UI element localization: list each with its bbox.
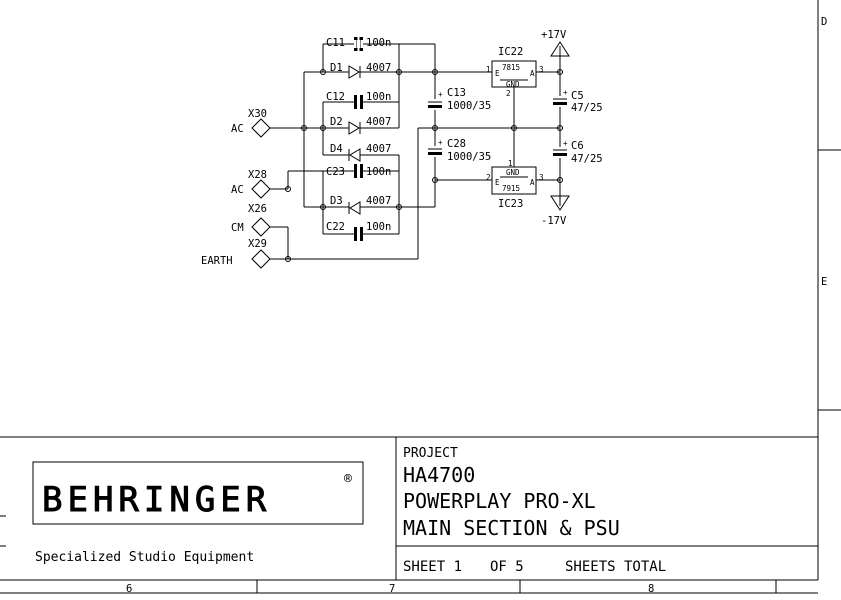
component-value: 100n bbox=[366, 166, 391, 178]
company-logo: BEHRINGER bbox=[42, 480, 271, 520]
component-value: 4007 bbox=[366, 62, 391, 74]
component-ref: D1 bbox=[330, 62, 343, 74]
polarity-plus: + bbox=[563, 88, 568, 97]
component-value: 100n bbox=[366, 37, 391, 49]
sheets-total: SHEETS TOTAL bbox=[565, 559, 666, 575]
zone-label-d: D bbox=[821, 16, 827, 28]
connector-x29: X29 EARTH bbox=[201, 238, 271, 269]
project-code: HA4700 bbox=[403, 463, 475, 487]
part-number: 7815 bbox=[502, 63, 520, 72]
capacitor-c6: + C6 47/25 bbox=[553, 139, 603, 165]
pin-e: E bbox=[495, 69, 500, 78]
component-value: 100n bbox=[366, 221, 391, 233]
pin-a: A bbox=[530, 69, 535, 78]
connector-ref: X28 bbox=[248, 169, 267, 181]
component-ref: C6 bbox=[571, 140, 584, 152]
pin-gnd: GND bbox=[506, 80, 520, 89]
supply-minus17v: -17V bbox=[541, 195, 570, 227]
pin-2: 2 bbox=[506, 89, 511, 98]
pin-2: 2 bbox=[486, 173, 491, 182]
component-value: 1000/35 bbox=[447, 151, 491, 163]
part-number: 7915 bbox=[502, 184, 520, 193]
section-name: MAIN SECTION & PSU bbox=[403, 516, 620, 540]
component-ref: C12 bbox=[326, 91, 345, 103]
zone-label-6: 6 bbox=[126, 583, 132, 595]
capacitor-c28: + C28 1000/35 bbox=[428, 138, 491, 163]
connector-label: EARTH bbox=[201, 255, 233, 267]
component-ref: C5 bbox=[571, 90, 584, 102]
pin-3: 3 bbox=[539, 65, 544, 74]
zone-label-8: 8 bbox=[648, 583, 654, 595]
diode-d2: D2 4007 bbox=[330, 116, 391, 135]
connector-ref: X29 bbox=[248, 238, 267, 250]
polarity-plus: + bbox=[563, 139, 568, 148]
component-value: 100n bbox=[366, 91, 391, 103]
regulator-ic22: IC22 7815 GND E A 1 3 2 bbox=[486, 46, 544, 98]
product-name: POWERPLAY PRO-XL bbox=[403, 489, 596, 513]
component-ref: D3 bbox=[330, 195, 343, 207]
diode-d1: D1 4007 bbox=[330, 62, 391, 79]
connector-ref: X30 bbox=[248, 108, 267, 120]
component-ref: C22 bbox=[326, 221, 345, 233]
capacitor-c13: + C13 1000/35 bbox=[428, 87, 491, 112]
polarity-plus: + bbox=[438, 138, 443, 147]
pin-a: A bbox=[530, 178, 535, 187]
connector-label: CM bbox=[231, 222, 244, 234]
rail-label: -17V bbox=[541, 215, 567, 227]
diode-d4: D4 4007 bbox=[330, 143, 391, 162]
zone-label-e: E bbox=[821, 276, 827, 288]
regulator-ic23: IC23 GND 7915 E A 1 2 3 bbox=[486, 159, 544, 210]
pin-1: 1 bbox=[486, 65, 491, 74]
project-label: PROJECT bbox=[403, 446, 458, 461]
component-ref: D2 bbox=[330, 116, 343, 128]
component-value: 47/25 bbox=[571, 102, 603, 114]
connector-x30: X30 AC bbox=[231, 108, 271, 138]
diode-d3: D3 4007 bbox=[330, 195, 391, 215]
capacitor-c23: C23 100n bbox=[326, 164, 391, 178]
pin-1: 1 bbox=[508, 159, 513, 168]
component-value: 4007 bbox=[366, 143, 391, 155]
capacitor-gaps bbox=[357, 40, 360, 48]
capacitor-c5: + C5 47/25 bbox=[553, 88, 603, 114]
registered-mark: ® bbox=[344, 472, 352, 487]
component-value: 4007 bbox=[366, 116, 391, 128]
supply-plus17v: +17V bbox=[541, 29, 570, 57]
pin-e: E bbox=[495, 178, 500, 187]
sheet-of: OF 5 bbox=[490, 559, 524, 575]
connector-label: AC bbox=[231, 123, 244, 135]
connector-label: AC bbox=[231, 184, 244, 196]
title-block bbox=[0, 436, 818, 580]
component-ref: D4 bbox=[330, 143, 343, 155]
sheet-number: SHEET 1 bbox=[403, 559, 462, 575]
connector-x26: X26 CM bbox=[231, 203, 271, 237]
pin-3: 3 bbox=[539, 173, 544, 182]
component-ref: C23 bbox=[326, 166, 345, 178]
zone-label-7: 7 bbox=[389, 583, 395, 595]
company-tagline: Specialized Studio Equipment bbox=[35, 550, 254, 565]
connector-x28: X28 AC bbox=[231, 169, 271, 199]
pin-gnd: GND bbox=[506, 168, 520, 177]
component-value: 1000/35 bbox=[447, 100, 491, 112]
capacitor-c22: C22 100n bbox=[326, 221, 391, 241]
component-value: 4007 bbox=[366, 195, 391, 207]
rail-label: +17V bbox=[541, 29, 567, 41]
component-value: 47/25 bbox=[571, 153, 603, 165]
component-ref: C28 bbox=[447, 138, 466, 150]
component-ref: C13 bbox=[447, 87, 466, 99]
polarity-plus: + bbox=[438, 90, 443, 99]
connector-ref: X26 bbox=[248, 203, 267, 215]
component-ref: IC23 bbox=[498, 198, 523, 210]
capacitor-c12: C12 100n bbox=[326, 91, 391, 109]
component-ref: IC22 bbox=[498, 46, 523, 58]
component-ref: C11 bbox=[326, 37, 345, 49]
junction-dots bbox=[285, 69, 563, 262]
